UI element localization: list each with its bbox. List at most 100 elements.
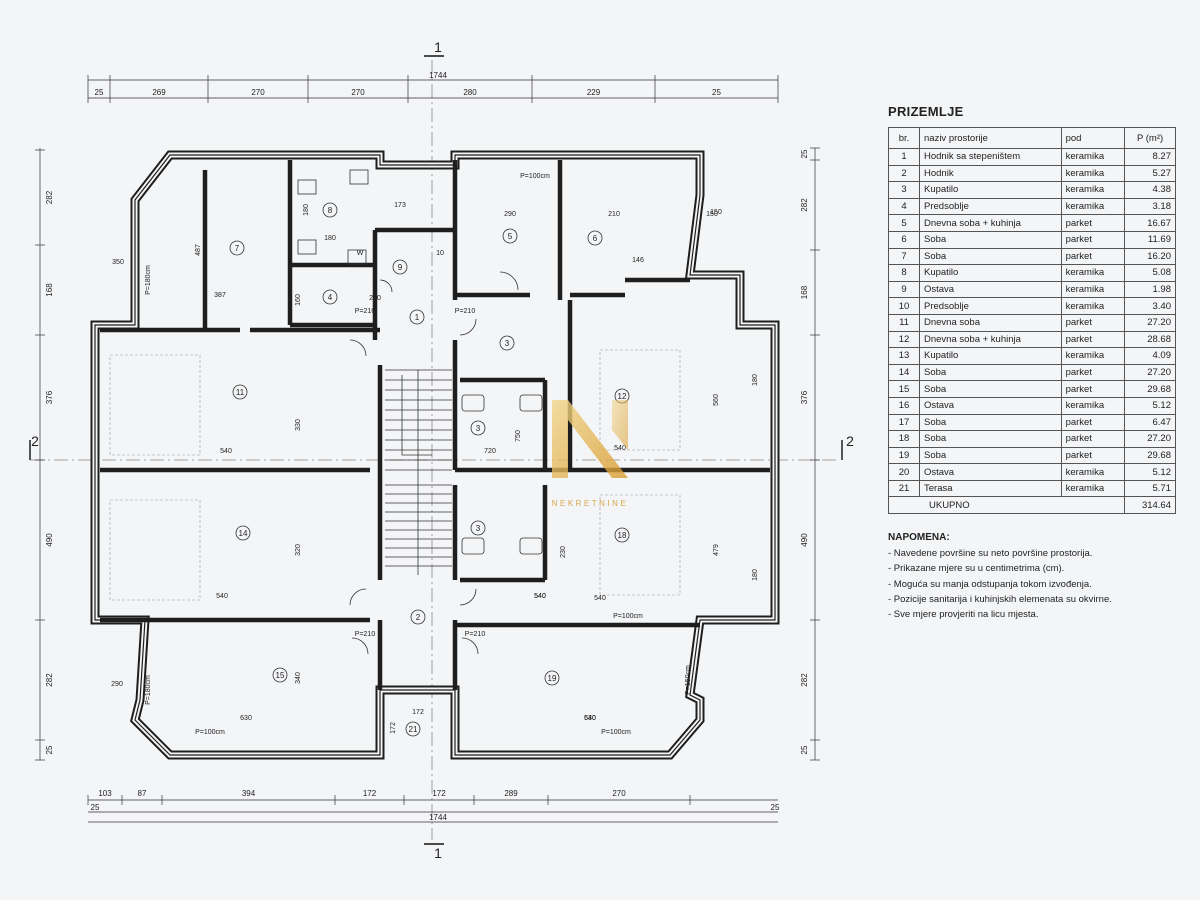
room-area: 4.38 bbox=[1124, 181, 1176, 199]
room-area: 16.20 bbox=[1124, 247, 1176, 266]
bottom-dim-label: 394 bbox=[242, 789, 256, 798]
inner-dim-label: 540 bbox=[534, 593, 546, 600]
inner-dim-label: P=100cm bbox=[195, 729, 225, 736]
room-number-label: 4 bbox=[328, 293, 333, 302]
room-name: Soba bbox=[919, 413, 1062, 432]
room-number-label: 14 bbox=[239, 529, 248, 538]
room-area: 5.08 bbox=[1124, 264, 1176, 282]
inner-dim-label: 479 bbox=[713, 544, 720, 556]
room-marker bbox=[392, 259, 408, 275]
inner-dim-label: 540 bbox=[534, 593, 546, 600]
room-floor: keramika bbox=[1060, 164, 1126, 183]
room-number-label: 15 bbox=[276, 671, 285, 680]
room-area: 27.20 bbox=[1124, 363, 1176, 382]
room-floor: keramika bbox=[1060, 297, 1126, 315]
room-number: 3 bbox=[888, 181, 920, 199]
room-schedule-panel: PRIZEMLJE br. naziv prostorije pod P (m²… bbox=[887, 104, 1178, 622]
room-marker bbox=[614, 527, 630, 543]
room-marker bbox=[587, 230, 603, 246]
top-total-label: 1744 bbox=[429, 71, 447, 80]
inner-dim-label: P=100cm bbox=[613, 613, 643, 620]
inner-dim-label: 330 bbox=[295, 419, 302, 431]
header-area: P (m²) bbox=[1124, 127, 1176, 149]
inner-dim-label: 150 bbox=[706, 211, 718, 218]
room-area: 4.09 bbox=[1124, 347, 1176, 365]
room-marker bbox=[470, 420, 486, 436]
inner-dim-label: 172 bbox=[412, 709, 424, 716]
furniture-outline bbox=[109, 499, 201, 601]
room-name: Soba bbox=[919, 430, 1062, 448]
sanitary-fixture bbox=[461, 394, 485, 412]
room-number: 7 bbox=[888, 247, 920, 266]
room-number: 14 bbox=[888, 363, 920, 382]
room-number: 5 bbox=[888, 214, 920, 232]
room-number-label: 6 bbox=[593, 234, 598, 243]
room-floor: parket bbox=[1060, 380, 1126, 398]
inner-dim-label: P=210 bbox=[355, 631, 376, 638]
section-mark-bottom: 1 bbox=[434, 845, 442, 861]
inner-dim-label: P=210 bbox=[455, 308, 476, 315]
room-number: 21 bbox=[888, 479, 920, 498]
sanitary-fixture bbox=[297, 179, 317, 195]
room-number-label: 3 bbox=[505, 339, 510, 348]
room-marker bbox=[470, 520, 486, 536]
room-number-label: 1 bbox=[415, 313, 420, 322]
inner-dim-label: 320 bbox=[295, 544, 302, 556]
left-dim-label: 282 bbox=[45, 190, 54, 204]
right-dim-label: 25 bbox=[800, 745, 809, 754]
room-name: Dnevna soba bbox=[919, 313, 1062, 332]
room-number-label: 5 bbox=[508, 232, 513, 241]
note-item: - Pozicije sanitarija i kuhinjskih eleme… bbox=[888, 593, 1112, 605]
room-name: Ostava bbox=[919, 396, 1062, 415]
inner-dim-label: 210 bbox=[369, 295, 381, 302]
inner-dim-label: W bbox=[357, 250, 364, 257]
inner-dim-label: P=180cm bbox=[145, 265, 152, 295]
right-dim-label: 282 bbox=[800, 198, 809, 212]
room-number: 16 bbox=[888, 396, 920, 415]
room-floor: keramika bbox=[1060, 347, 1126, 365]
floor-title: PRIZEMLJE bbox=[888, 104, 964, 119]
room-floor: keramika bbox=[1060, 148, 1126, 166]
room-number: 4 bbox=[888, 197, 920, 216]
room-floor: parket bbox=[1060, 313, 1126, 332]
room-name: Terasa bbox=[919, 479, 1062, 498]
room-area: 29.68 bbox=[1124, 446, 1176, 465]
notes: NAPOMENA: - Navedene površine su neto po… bbox=[888, 530, 1178, 622]
inner-dim-label: 340 bbox=[295, 672, 302, 684]
room-area: 3.18 bbox=[1124, 197, 1176, 216]
total-area: 314.64 bbox=[1124, 496, 1176, 515]
left-dim-label: 376 bbox=[45, 390, 54, 404]
room-marker bbox=[322, 289, 338, 305]
room-number-label: 9 bbox=[398, 263, 403, 272]
bottom-dim-label: 289 bbox=[504, 789, 518, 798]
sanitary-fixture bbox=[297, 239, 317, 255]
room-number-label: 19 bbox=[548, 674, 557, 683]
room-name: Hodnik bbox=[919, 164, 1062, 183]
section-mark-left: 2 bbox=[31, 433, 39, 449]
inner-dim-label: 630 bbox=[584, 715, 596, 722]
stair-arrow bbox=[401, 375, 432, 456]
total-row: UKUPNO 314.64 bbox=[887, 496, 1176, 515]
room-name: Ostava bbox=[919, 463, 1062, 481]
inner-dim-label: 290 bbox=[504, 211, 516, 218]
room-number-label: 2 bbox=[416, 613, 421, 622]
top-dim-label: 25 bbox=[712, 88, 721, 97]
inner-dim-label: 540 bbox=[584, 715, 596, 722]
room-name: Kupatilo bbox=[919, 181, 1062, 199]
sanitary-fixture bbox=[349, 169, 369, 185]
door-swing bbox=[349, 339, 367, 357]
room-floor: keramika bbox=[1060, 280, 1126, 299]
note-item: - Prikazane mjere su u centimetrima (cm)… bbox=[888, 563, 1065, 575]
